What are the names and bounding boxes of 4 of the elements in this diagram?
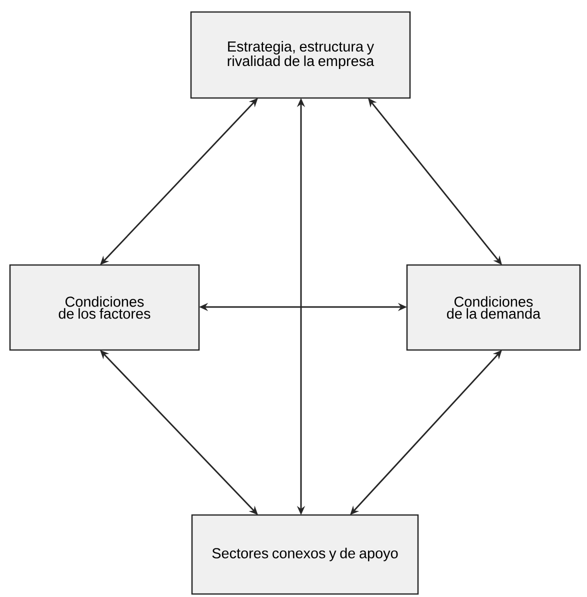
process-box: Condiciones de los factores	[9, 264, 200, 351]
process-box: Condiciones de la demanda	[406, 264, 581, 351]
process-box: Estrategia, estructura y rivalidad de la empresa	[190, 11, 411, 99]
process-box: Sectores conexos y de apoyo	[191, 514, 419, 595]
